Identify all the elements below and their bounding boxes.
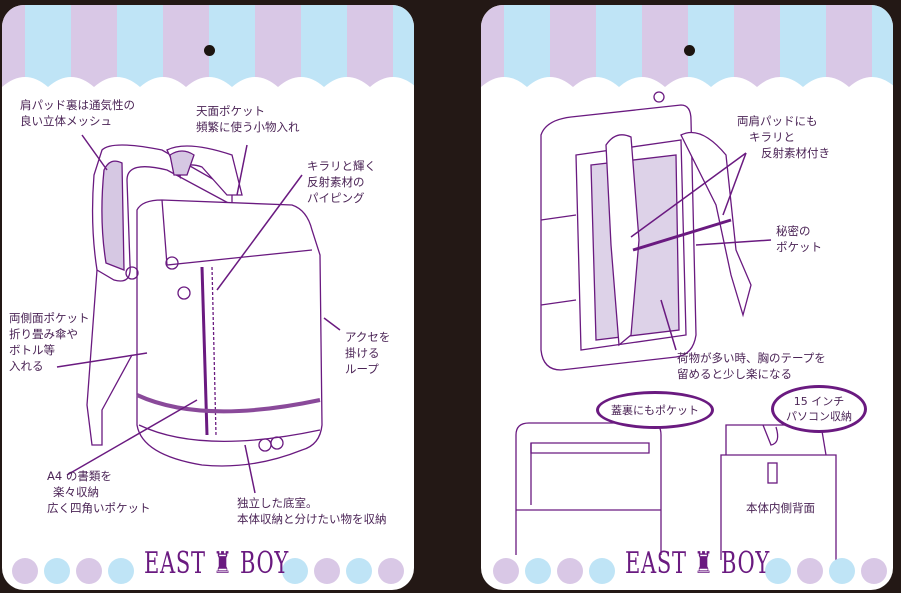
label-piping: キラリと輝く反射素材のパイピング: [307, 159, 376, 205]
label-reflect: 両肩パッドにもキラリと反射素材付き: [737, 114, 830, 160]
label-bottom-compartment: 独立した底室。本体収納と分けたい物を収納: [237, 496, 387, 526]
label-a4-pocket: A4 の書類を楽々収納広く四角いポケット: [47, 469, 151, 515]
label-mesh: 肩パッド裏は通気性の良い立体メッシュ: [20, 98, 135, 128]
label-loop: アクセを掛けるループ: [345, 330, 391, 376]
bubble-lid-pocket: 蓋裏にもポケット: [596, 391, 714, 429]
bubble-pc-storage: 15 インチパソコン収納: [771, 385, 867, 433]
awning-scallop: [481, 77, 893, 95]
dot-row: [481, 558, 893, 588]
hang-hole: [684, 45, 695, 56]
hang-tag-back: 両肩パッドにもキラリと反射素材付き 秘密のポケット 荷物が多い時、胸のテープを留…: [481, 5, 893, 590]
statue-icon: ♜: [694, 546, 714, 581]
east-boy-logo: EAST ♜ BOY: [625, 546, 771, 581]
hang-hole: [204, 45, 215, 56]
label-secret-pocket: 秘密のポケット: [776, 224, 822, 254]
label-inner-back: 本体内側背面: [746, 501, 815, 515]
awning-scallop: [2, 77, 414, 95]
label-side-pocket: 両側面ポケット折り畳み傘やボトル等入れる: [9, 311, 90, 373]
hang-tag-front: 肩パッド裏は通気性の良い立体メッシュ 天面ポケット頻繁に使う小物入れ キラリと輝…: [2, 5, 414, 590]
east-boy-logo: EAST ♜ BOY: [144, 546, 290, 581]
backpack-back-illustration: [515, 91, 837, 560]
label-top-pocket: 天面ポケット頻繁に使う小物入れ: [196, 104, 300, 134]
statue-icon: ♜: [213, 546, 233, 581]
dot-row: [2, 558, 414, 588]
label-chest-strap: 荷物が多い時、胸のテープを留めると少し楽になる: [677, 351, 826, 381]
backpack-front-illustration: [56, 134, 341, 494]
